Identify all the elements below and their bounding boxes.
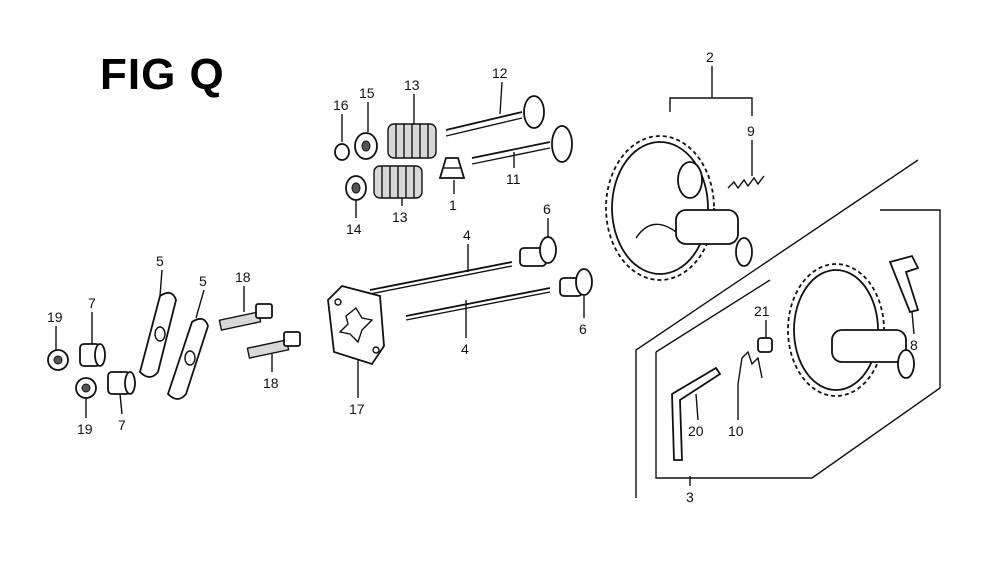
inset-box	[635, 159, 941, 498]
part-5-rocker-arm-right	[166, 317, 209, 400]
part-19-nut-upper	[47, 349, 69, 371]
label-20: 20	[688, 423, 704, 439]
label-16: 16	[333, 97, 349, 113]
label-13-upper: 13	[404, 77, 420, 93]
part-7-collar-lower	[107, 371, 136, 395]
part-16-keeper	[334, 143, 350, 161]
label-10: 10	[728, 423, 744, 439]
label-21: 21	[754, 303, 770, 319]
label-18-upper: 18	[235, 269, 251, 285]
label-11: 11	[506, 171, 521, 187]
label-8: 8	[910, 337, 918, 353]
label-12: 12	[492, 65, 508, 81]
label-9: 9	[747, 123, 755, 139]
label-1: 1	[449, 197, 457, 213]
part-1-valve-seal	[438, 157, 466, 179]
part-10-spring	[737, 350, 763, 385]
label-18-lower: 18	[263, 375, 279, 391]
part-13-spring-upper	[387, 123, 437, 159]
label-3: 3	[686, 489, 694, 505]
label-7-upper: 7	[88, 295, 96, 311]
label-6-upper: 6	[543, 201, 551, 217]
part-21-pin	[757, 337, 773, 353]
part-5-rocker-arm-left	[138, 291, 177, 378]
part-15-retainer	[354, 132, 378, 160]
part-19-nut-lower	[75, 377, 97, 399]
label-7-lower: 7	[118, 417, 126, 433]
part-9-spring	[727, 175, 765, 190]
part-8-camshaft-gear-alt	[787, 254, 920, 397]
label-4-lower: 4	[461, 341, 469, 357]
part-18-pivot-bolt-upper	[218, 303, 273, 331]
label-4-upper: 4	[463, 227, 471, 243]
label-2: 2	[706, 49, 714, 65]
part-11-valve	[471, 125, 573, 165]
label-5-right: 5	[199, 273, 207, 289]
part-6-tappet-upper	[519, 236, 557, 267]
label-5-left: 5	[156, 253, 164, 269]
label-19-lower: 19	[77, 421, 93, 437]
figure-title: FIG Q	[100, 50, 225, 99]
part-7-collar-upper	[79, 343, 106, 367]
part-14-retainer	[345, 175, 367, 201]
label-15: 15	[359, 85, 375, 101]
part-2-camshaft-gear	[605, 135, 753, 281]
part-6-tappet-lower	[559, 268, 593, 297]
label-19-upper: 19	[47, 309, 63, 325]
part-4-pushrod-lower	[405, 287, 551, 321]
part-12-valve	[445, 95, 545, 137]
part-13-spring-lower	[373, 165, 423, 199]
label-13-lower: 13	[392, 209, 408, 225]
part-18-pivot-bolt-lower	[246, 331, 301, 359]
label-6-lower: 6	[579, 321, 587, 337]
leader-lines	[55, 66, 915, 486]
label-17: 17	[349, 401, 365, 417]
part-20-wrench	[671, 366, 722, 461]
part-4-pushrod-upper	[369, 261, 513, 295]
label-14: 14	[346, 221, 362, 237]
part-labels: 16 15 13 12 13 14 1 11 2 9 6 6 4 4 5 5 1…	[47, 49, 918, 505]
part-17-guide-plate	[327, 284, 385, 366]
